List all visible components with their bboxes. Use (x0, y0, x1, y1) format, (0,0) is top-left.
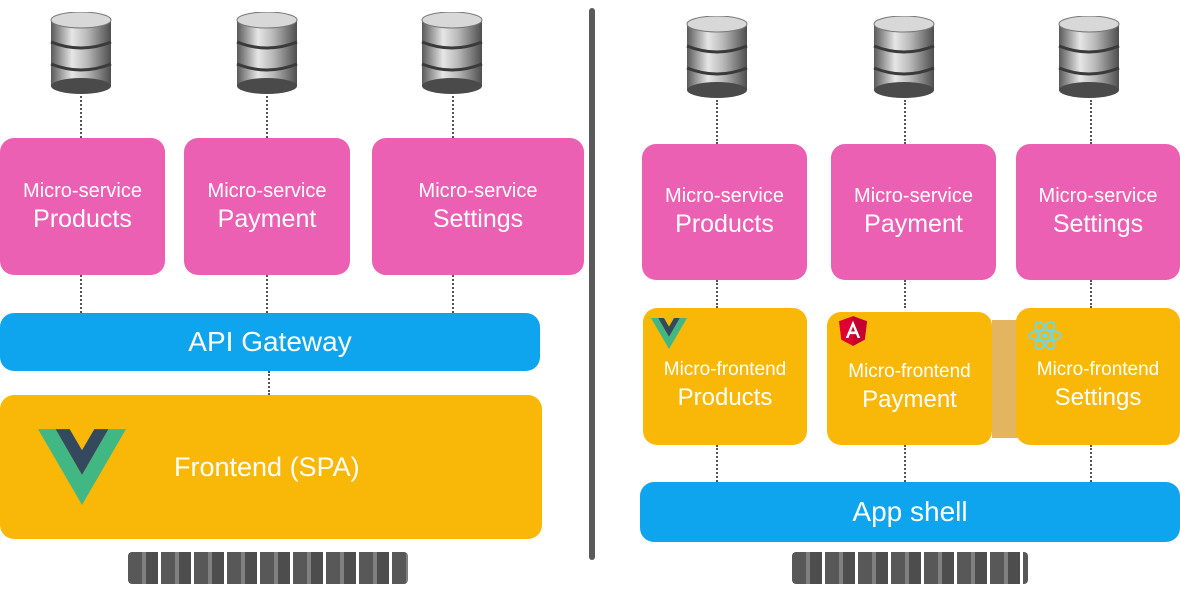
service-name-label: Settings (432, 204, 524, 233)
microfrontend-type-label: Micro-frontend (848, 360, 971, 382)
divider (589, 8, 595, 560)
microservice-payment: Micro-service Payment (184, 138, 350, 275)
react-logo-icon (1028, 320, 1062, 351)
left-caption (128, 552, 408, 584)
microservice-products: Micro-service Products (642, 144, 807, 280)
vue-logo-icon (38, 429, 126, 505)
database-icon (419, 12, 485, 96)
angular-logo-icon (839, 316, 867, 346)
microfrontend-name-label: Settings (1054, 383, 1142, 411)
service-type-label: Micro-service (1038, 185, 1158, 207)
service-type-label: Micro-service (854, 185, 973, 207)
service-type-label: Micro-service (207, 179, 327, 202)
api-gateway-label: API Gateway (188, 326, 352, 357)
microfrontend-type-label: Micro-frontend (663, 358, 787, 380)
right-caption (792, 552, 1028, 584)
microfrontend-name-label: Payment (862, 385, 957, 413)
microfrontend-type-label: Micro-frontend (1036, 358, 1160, 380)
database-icon (871, 16, 937, 100)
service-name-label: Products (675, 210, 774, 238)
frontend-label: Frontend (SPA) (174, 451, 360, 482)
service-name-label: Settings (1052, 210, 1144, 238)
microservice-payment: Micro-service Payment (831, 144, 996, 280)
database-icon (48, 12, 114, 96)
microservice-settings: Micro-service Settings (1016, 144, 1180, 280)
microfrontend-products: Micro-frontend Products (643, 308, 807, 445)
database-icon (684, 16, 750, 100)
service-type-label: Micro-service (418, 179, 538, 202)
service-name-label: Payment (864, 210, 963, 238)
service-type-label: Micro-service (665, 185, 784, 207)
api-gateway: API Gateway (0, 313, 540, 371)
microfrontend-name-label: Products (677, 383, 773, 411)
microfrontend-settings: Micro-frontend Settings (1016, 308, 1180, 445)
frontend-spa: Frontend (SPA) (0, 395, 542, 539)
database-icon (1056, 16, 1122, 100)
microservice-products: Micro-service Products (0, 138, 165, 275)
microfrontend-payment: Micro-frontend Payment (827, 312, 992, 445)
app-shell-label: App shell (852, 496, 968, 527)
app-shell: App shell (640, 482, 1180, 542)
service-name-label: Payment (217, 204, 317, 233)
database-icon (234, 12, 300, 96)
vue-logo-icon (651, 318, 687, 349)
connector-bar (992, 320, 1018, 438)
service-name-label: Products (33, 204, 132, 233)
microservice-settings: Micro-service Settings (372, 138, 584, 275)
service-type-label: Micro-service (23, 179, 142, 202)
